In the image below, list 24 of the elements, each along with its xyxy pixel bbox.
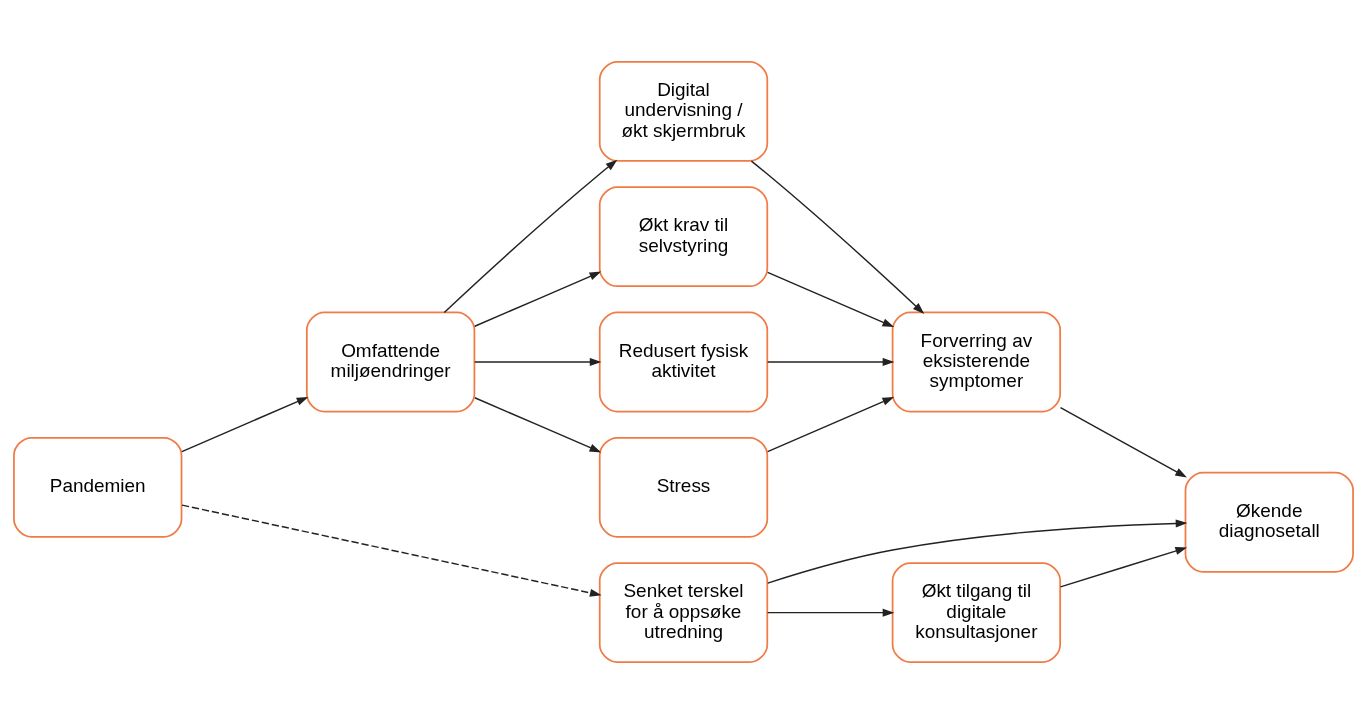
arrow	[1059, 406, 1187, 478]
node-box: Forverring av eksisterende symptomer	[891, 311, 1062, 413]
arrow	[767, 519, 1188, 584]
node-box: Omfattende miljøendringer	[305, 311, 476, 413]
node-box: Økt tilgang til digitale konsultasjoner	[891, 562, 1062, 664]
arrow	[474, 357, 602, 367]
arrow	[766, 357, 895, 367]
arrow	[750, 160, 925, 314]
arrow	[181, 396, 309, 453]
arrow	[474, 397, 602, 453]
arrow	[1059, 547, 1188, 588]
node-box: Økende diagnosetall	[1184, 471, 1354, 573]
node-box: Stress	[598, 436, 769, 538]
node-box: Redusert fysisk aktivitet	[598, 311, 769, 413]
arrow	[443, 159, 618, 314]
node-box: Digital undervisning / økt skjermbruk	[598, 60, 769, 162]
arrow	[474, 271, 602, 327]
node-box: Økt krav til selvstyring	[598, 186, 769, 288]
arrow	[766, 271, 895, 328]
arrow	[766, 396, 895, 453]
arrow	[181, 504, 602, 597]
arrow	[766, 608, 895, 617]
node-box: Pandemien	[13, 436, 183, 538]
node-box: Senket terskel for å oppsøke utredning	[598, 562, 769, 664]
